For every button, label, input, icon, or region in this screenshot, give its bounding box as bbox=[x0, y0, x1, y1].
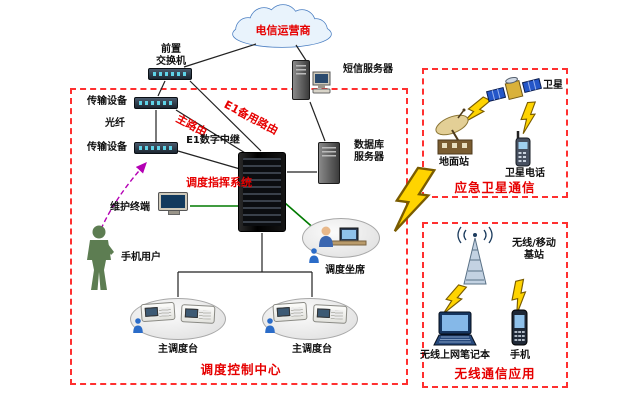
main-console-left-icon bbox=[130, 294, 228, 342]
front-switch-label: 前置 交换机 bbox=[156, 44, 186, 67]
wire-switch-transmission-top bbox=[157, 80, 166, 97]
sms-server-tower bbox=[292, 60, 310, 100]
operator-person-icon bbox=[309, 248, 319, 263]
wire-e1-backup bbox=[189, 80, 262, 152]
satellite-phone-icon bbox=[515, 131, 531, 167]
wireless-app-box bbox=[422, 222, 568, 388]
lightning-icon-main-link bbox=[391, 164, 436, 237]
ground-station-icon bbox=[435, 108, 473, 155]
console-unit bbox=[180, 304, 216, 324]
database-server-icon bbox=[318, 142, 340, 184]
fiber-label: 光纤 bbox=[105, 118, 125, 129]
transmission-top-label: 传输设备 bbox=[87, 96, 127, 107]
front-switch-icon bbox=[148, 68, 192, 80]
maintenance-terminal-icon bbox=[158, 192, 190, 215]
mobile-phone-icon bbox=[511, 309, 528, 346]
telecom-operator-label: 电信运营商 bbox=[255, 24, 311, 37]
wire-rack-consoles bbox=[177, 233, 313, 297]
satellite-icon bbox=[486, 76, 542, 102]
ground-station-label: 地面站 bbox=[439, 157, 469, 168]
telecom-cloud-icon bbox=[232, 4, 332, 48]
e1-trunk-label: E1数字中继 bbox=[186, 135, 240, 146]
satellite-label: 卫星 bbox=[543, 80, 563, 91]
base-station-label: 无线/移动 基站 bbox=[512, 238, 556, 261]
main-console-right-icon bbox=[262, 294, 360, 342]
control-center-label: 调度控制中心 bbox=[200, 362, 282, 377]
maintenance-terminal-label: 维护终端 bbox=[110, 202, 150, 213]
sms-server-monitor bbox=[312, 71, 331, 94]
wire-cloud-sms bbox=[295, 44, 308, 63]
laptop-icon bbox=[433, 311, 477, 346]
transmission-bottom-label: 传输设备 bbox=[87, 142, 127, 153]
dispatch-server-rack-icon bbox=[238, 152, 286, 232]
wire-sms-db bbox=[309, 101, 326, 142]
console-right-label: 主调度台 bbox=[292, 344, 332, 355]
wires bbox=[100, 43, 326, 297]
base-station-icon bbox=[457, 226, 493, 285]
mobile-user-icon bbox=[87, 225, 114, 290]
wire-mobile-user-wireless bbox=[100, 161, 147, 230]
console-left-label: 主调度台 bbox=[158, 344, 198, 355]
control-center-box bbox=[70, 88, 408, 385]
mobile-user-label: 手机用户 bbox=[121, 252, 161, 263]
satellite-phone-label: 卫星电话 bbox=[505, 168, 545, 179]
wire-cloud-switch bbox=[183, 43, 257, 68]
console-unit bbox=[272, 301, 308, 323]
dispatch-seat-scene bbox=[319, 226, 367, 247]
dispatch-seat-icon bbox=[300, 216, 382, 264]
operator-person-icon bbox=[133, 318, 143, 333]
database-server-label: 数据库 服务器 bbox=[354, 140, 384, 163]
dispatch-system-label: 调度指挥系统 bbox=[186, 176, 252, 189]
dispatch-seat-label: 调度坐席 bbox=[325, 265, 365, 276]
emergency-satellite-box bbox=[422, 68, 568, 198]
wireless-app-label: 无线通信应用 bbox=[454, 366, 536, 381]
mobile-phone-label: 手机 bbox=[510, 350, 530, 361]
emergency-satellite-label: 应急卫星通信 bbox=[454, 180, 536, 195]
console-unit bbox=[312, 304, 348, 324]
wireless-laptop-label: 无线上网笔记本 bbox=[420, 350, 490, 361]
transmission-device-top-icon bbox=[134, 97, 178, 109]
transmission-device-bottom-icon bbox=[134, 142, 178, 154]
sms-server-label: 短信服务器 bbox=[343, 64, 393, 75]
operator-person-icon bbox=[265, 318, 275, 333]
console-unit bbox=[140, 301, 176, 323]
wire-main-route bbox=[175, 109, 251, 157]
sms-server-icon bbox=[292, 60, 334, 102]
wire-e1-trunk bbox=[177, 150, 241, 170]
